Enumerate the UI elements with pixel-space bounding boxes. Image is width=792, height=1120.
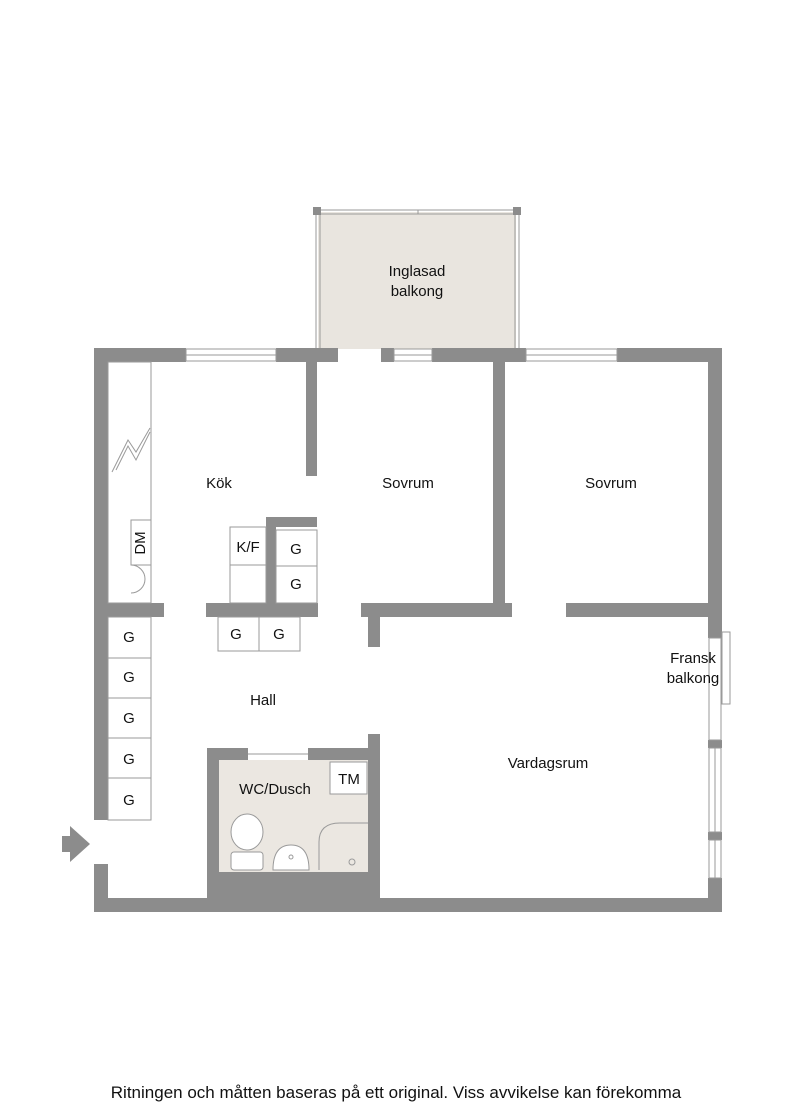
wall-hall-kitchen-left (108, 603, 164, 617)
wall-bedroom1-bottom (361, 603, 512, 617)
toilet-tank (230, 851, 264, 871)
wall-kitchen-bedroom (306, 362, 317, 476)
shower-drain (348, 858, 356, 866)
wall-bath-left (207, 748, 219, 898)
entrance-arrow-icon (62, 826, 90, 862)
hall-label: Hall (250, 692, 276, 709)
floor-plan: Inglasad balkong Kök Sovrum Sovrum Hall … (62, 207, 731, 912)
wall-bedroom2-bottom (566, 603, 708, 617)
hall-wardrobe-left-box (107, 616, 152, 821)
wall-right-lower (708, 878, 722, 912)
fridge-freezer-label: K/F (236, 539, 259, 556)
kitchen-counter (107, 361, 152, 604)
wardrobe-label: G (273, 626, 285, 643)
bathroom (219, 753, 368, 872)
wardrobe-label: G (123, 792, 135, 809)
wall-hall-kitchen-right (206, 603, 318, 617)
dishwasher-box (130, 519, 152, 566)
shower-screen (318, 822, 368, 870)
wall-top-bedroom (432, 348, 526, 362)
french-balcony-label-line2: balkong (667, 670, 720, 687)
wall-bottom (94, 898, 722, 912)
washing-machine-box (329, 761, 368, 795)
stove-symbol-2 (111, 427, 151, 473)
washing-machine-label: TM (338, 771, 360, 788)
interior-walls (108, 362, 708, 898)
glazed-balcony (313, 207, 521, 349)
bathroom-label: WC/Dusch (239, 781, 311, 798)
sink-drain (288, 854, 294, 860)
disclaimer-text: Ritningen och måtten baseras på ett orig… (110, 1083, 682, 1102)
balcony-post-left (313, 207, 321, 215)
toilet-bowl (230, 813, 264, 851)
wall-top-kitchen-left (94, 348, 186, 362)
wall-wardrobe-top (266, 517, 317, 527)
wall-left (94, 348, 108, 820)
wall-top-kitchen-right (276, 348, 338, 362)
sink (272, 844, 310, 871)
window-french-balcony (708, 637, 722, 741)
french-balcony-label-line1: Fransk (670, 650, 716, 667)
wardrobe-label: G (123, 710, 135, 727)
wall-right-pier-2 (708, 832, 722, 840)
kitchen-sink (130, 564, 146, 594)
wall-stub (368, 617, 380, 647)
wall-bath-right (368, 734, 380, 898)
wall-bath-top-right (308, 748, 380, 760)
balcony-label-line2: balkong (391, 283, 444, 300)
balcony-label-line1: Inglasad (389, 263, 446, 280)
wall-bath-bottom (207, 872, 380, 898)
windows (185, 348, 731, 879)
outer-walls (94, 348, 722, 912)
bedroom2-label: Sovrum (585, 475, 637, 492)
wall-between-bedrooms (493, 362, 505, 617)
living-room-label: Vardagsrum (508, 755, 589, 772)
balcony-post-right (513, 207, 521, 215)
kitchen-label: Kök (206, 475, 232, 492)
balcony-floor (318, 212, 516, 349)
french-balcony-rail (721, 631, 731, 705)
wall-right-upper (708, 348, 722, 638)
wardrobe-label: G (230, 626, 242, 643)
wardrobe-label: G (290, 576, 302, 593)
wall-wardrobe-left (266, 517, 276, 607)
wall-top-door-jamb (381, 348, 394, 362)
wall-right-pier-1 (708, 740, 722, 748)
bedroom1-label: Sovrum (382, 475, 434, 492)
wardrobe-label: G (123, 629, 135, 646)
wardrobe-label: G (290, 541, 302, 558)
dishwasher-label: DM (132, 531, 149, 554)
wall-top-right (617, 348, 722, 362)
stove-symbol (115, 431, 151, 471)
wardrobe-label: G (123, 751, 135, 768)
kitchen-fixtures (107, 361, 318, 821)
wardrobe-label: G (123, 669, 135, 686)
